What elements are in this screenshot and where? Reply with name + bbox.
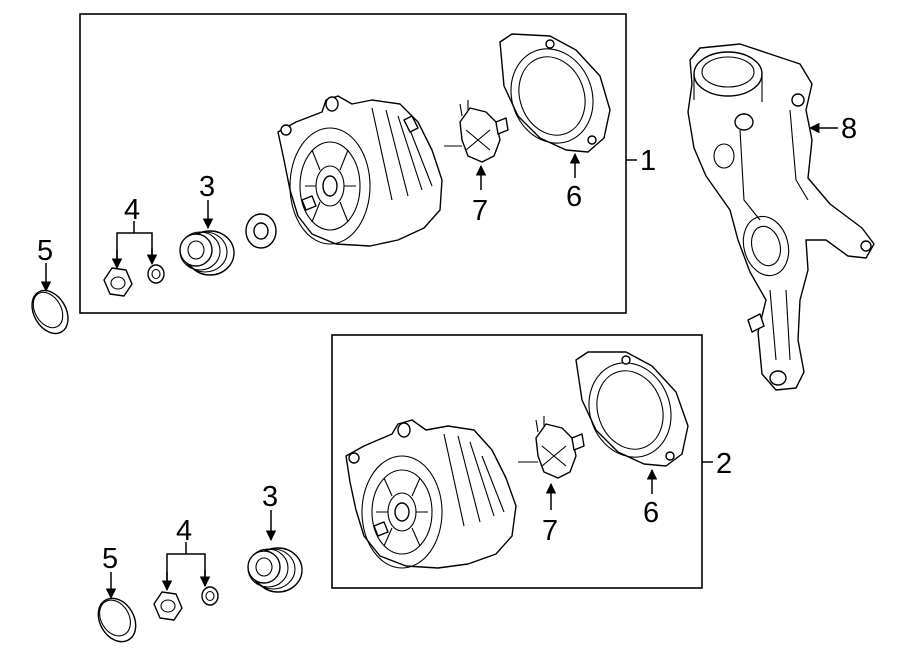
cap-lower [97, 597, 137, 643]
regulator-lower-label: 7 [542, 515, 558, 547]
alternator-lower [345, 419, 517, 569]
regulator-lower [518, 416, 585, 479]
cap-upper [31, 289, 69, 335]
spacer-ring-upper [245, 213, 277, 249]
regulator-upper [444, 100, 509, 163]
washer-lower [201, 586, 219, 606]
assembly-2-group: 2 7 [331, 334, 732, 589]
cap-upper-label: 5 [37, 235, 53, 267]
assembly-1-label: 1 [640, 145, 656, 177]
rear-cover-upper [499, 33, 611, 153]
rear-cover-upper-label: 6 [566, 181, 582, 213]
regulator-upper-label: 7 [472, 195, 488, 227]
pulley-upper-label: 3 [199, 171, 215, 203]
nut-washer-lower-label: 4 [176, 515, 192, 547]
nut-upper [103, 267, 133, 297]
rear-cover-lower [575, 351, 689, 467]
mounting-bracket [687, 43, 875, 391]
cap-lower-label: 5 [102, 543, 118, 575]
nut-washer-lower-bracket [166, 553, 206, 588]
pulley-upper [179, 230, 235, 276]
pulley-lower-label: 3 [262, 481, 278, 513]
assembly-2-label: 2 [716, 448, 732, 480]
bracket-label: 8 [841, 113, 857, 145]
assembly-1-group: 1 3 [79, 13, 656, 314]
pulley-lower [247, 547, 303, 593]
rear-cover-lower-label: 6 [643, 497, 659, 529]
alternator-upper [277, 95, 443, 247]
nut-lower [153, 591, 183, 621]
assembly-1-box [79, 13, 627, 314]
nut-washer-upper-bracket [116, 232, 153, 264]
nut-washer-upper-label: 4 [124, 194, 140, 226]
washer-upper [147, 264, 165, 284]
